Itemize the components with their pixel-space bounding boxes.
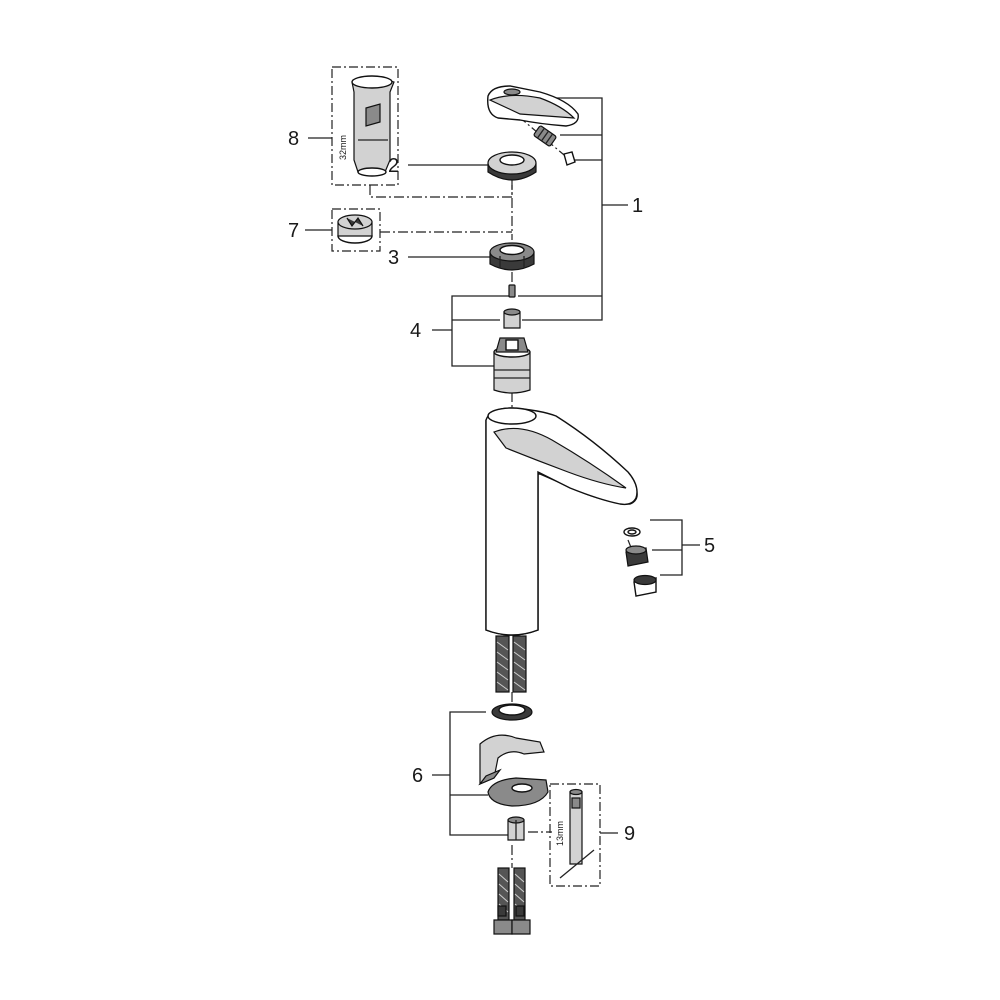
callout-7: 7: [288, 220, 299, 242]
supply-hoses-lower: [493, 867, 531, 935]
wrench-9-size-label: 13mm: [555, 821, 565, 846]
callout-1: 1: [632, 195, 643, 217]
callout-2: 2: [388, 155, 399, 177]
part-2-escutcheon: [487, 151, 537, 181]
callout-4: 4: [410, 320, 421, 342]
wrench-8-size-label: 32mm: [338, 135, 348, 160]
callout-6: 6: [412, 765, 423, 787]
callout-9: 9: [624, 823, 635, 845]
part-6-fixing-set: [478, 703, 549, 841]
part-3-nut: [489, 242, 535, 271]
callout-5: 5: [704, 535, 715, 557]
supply-hoses-upper: [495, 635, 527, 693]
callout-3: 3: [388, 247, 399, 269]
part-7-cap: [331, 208, 381, 252]
part-9-wrench-13mm: [549, 783, 601, 887]
part-8-wrench-32mm: [331, 66, 399, 186]
part-5-aerator: [623, 527, 657, 597]
leader-lines: [305, 97, 700, 868]
callout-8: 8: [288, 128, 299, 150]
part-4-cartridge: [493, 284, 531, 394]
faucet-body: [485, 407, 638, 636]
part-1-lever-handle: [487, 85, 579, 166]
